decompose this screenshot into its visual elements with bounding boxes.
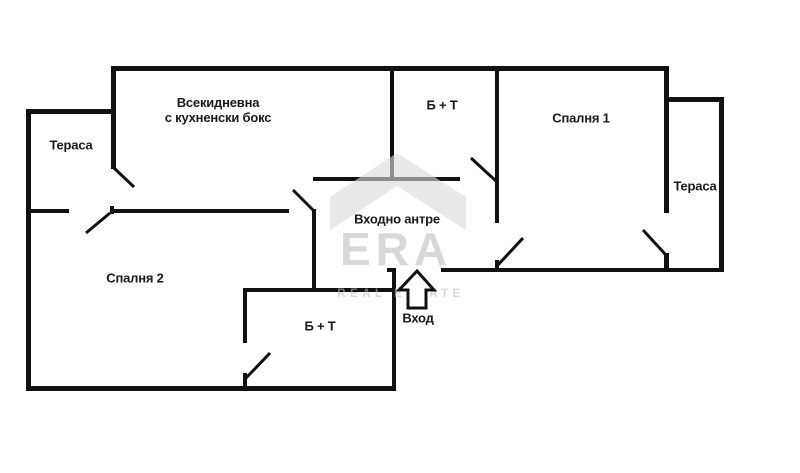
door-swing xyxy=(244,351,272,380)
door-swing xyxy=(495,236,525,268)
room-label-living-room: Всекидневна с кухненски бокс xyxy=(164,95,272,125)
wall-segment xyxy=(390,66,394,181)
wall-segment xyxy=(26,109,115,114)
entrance-label: Вход xyxy=(402,310,434,326)
door-swing xyxy=(291,188,316,213)
wall-segment xyxy=(664,253,669,272)
wall-segment xyxy=(495,66,499,223)
wall-segment xyxy=(243,373,247,390)
wall-segment xyxy=(111,66,116,169)
wall-segment xyxy=(110,209,289,213)
door-swing xyxy=(469,156,499,184)
wall-segment xyxy=(243,288,396,292)
room-label-terrace-right: Тераса xyxy=(673,178,717,194)
room-label-bath-top: Б + Т xyxy=(426,97,458,113)
door-swing xyxy=(641,228,668,257)
wall-segment xyxy=(664,66,669,213)
door-swing xyxy=(112,166,136,189)
room-label-bedroom-2: Спалня 2 xyxy=(106,270,164,286)
wall-segment xyxy=(392,268,396,391)
wall-segment xyxy=(387,268,396,272)
room-label-bedroom-1: Спалня 1 xyxy=(552,110,610,126)
wall-segment xyxy=(26,209,69,213)
wall-segment xyxy=(441,268,724,272)
room-label-entry-hall: Входно антре xyxy=(354,211,440,227)
room-label-terrace-left: Тераса xyxy=(49,137,93,153)
wall-segment xyxy=(664,97,724,102)
wall-segment xyxy=(26,386,396,391)
wall-segment xyxy=(26,109,31,391)
wall-segment xyxy=(312,209,316,292)
entrance-arrow-icon xyxy=(395,268,438,310)
door-swing xyxy=(85,211,111,235)
wall-segment xyxy=(719,97,724,272)
wall-segment xyxy=(243,288,247,343)
wall-segment xyxy=(110,206,114,214)
room-label-bath-bottom: Б + Т xyxy=(304,318,336,334)
